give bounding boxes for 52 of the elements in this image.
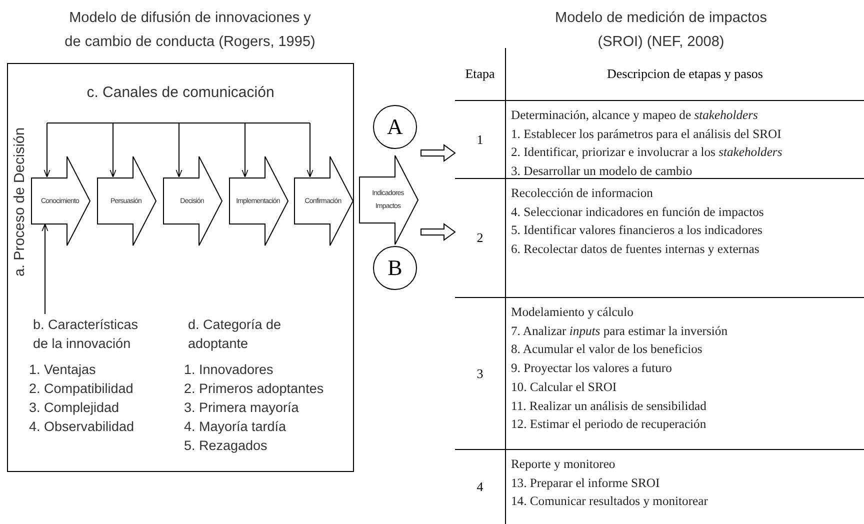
block-arrow: [420, 223, 456, 241]
step-item: 1. Establecer los parámetros para el análisis del SROI: [511, 126, 782, 143]
step-item: 14. Comunicar resultados y monitorear: [511, 493, 709, 510]
stage-number: 1: [476, 130, 484, 149]
arrow: [176, 122, 182, 178]
step-item: 13. Preparar el informe SROI: [511, 474, 661, 492]
table-row: [455, 449, 864, 524]
table-row: [455, 297, 864, 449]
list-item: 2. Primeros adoptantes: [184, 380, 325, 398]
step-item: 6. Recolectar datos de fuentes internas y externas: [511, 241, 760, 258]
list-item: 2. Compatibilidad: [29, 380, 134, 398]
stage-number: 4: [476, 478, 484, 496]
table-row: [455, 178, 864, 297]
block-arrow: [420, 144, 456, 162]
step-item: 2. Identificar, priorizar e involucrar a los stakeholders: [511, 144, 784, 162]
step-item: 3. Desarrollar un modelo de cambio: [511, 163, 694, 180]
arrow: [44, 122, 50, 178]
table-row: [455, 100, 864, 178]
list-heading: d. Categoría de adoptante: [187, 316, 282, 353]
step-heading: Determinación, alcance y mapeo de stakeholders: [511, 107, 759, 124]
arrow: [110, 122, 116, 178]
step-item: 10. Calcular el SROI: [511, 378, 618, 396]
step-heading: Recolección de informacion: [511, 185, 654, 202]
diagram-heading: Modelo de difusión de innovaciones y de cambio de conducta (Rogers, 1995): [64, 10, 316, 50]
frame-box: [7, 63, 354, 472]
step-item: 8. Acumular el valor de los beneficios: [511, 341, 704, 358]
stage-number: 3: [476, 364, 484, 383]
vertical-label: a. Proceso de Decisión: [11, 127, 30, 277]
step-item: 4. Seleccionar indicadores en función de impactos: [511, 204, 765, 221]
diagram-heading: Modelo de medición de impactos (SROI) (NEF, 2008): [555, 10, 767, 50]
list-item: 4. Observabilidad: [29, 418, 136, 436]
step-heading: Modelamiento y cálculo: [511, 304, 634, 321]
list-item: 3. Primera mayoría: [184, 399, 300, 417]
step-item: 11. Realizar un análisis de sensibilidad: [511, 398, 708, 415]
list-item: 1. Innovadores: [184, 361, 274, 379]
step-item: 7. Analizar inputs para estimar la inversión: [511, 322, 728, 340]
step-item: 12. Estimar el periodo de recuperación: [511, 416, 708, 434]
list-item: 5. Rezagados: [184, 437, 268, 455]
step-heading: Reporte y monitoreo: [511, 456, 616, 473]
column-header: Descripcion de etapas y pasos: [607, 65, 763, 84]
stage-number: 2: [476, 229, 484, 248]
step-item: 5. Identificar valores financieros a los indicadores: [511, 222, 764, 240]
column-header: Etapa: [465, 65, 495, 84]
step-item: 9. Proyectar los valores a futuro: [511, 360, 673, 378]
list-item: 1. Ventajas: [29, 361, 97, 379]
list-heading: b. Características de la innovación: [32, 316, 140, 353]
section-heading: c. Canales de comunicación: [86, 83, 274, 103]
list-item: 3. Complejidad: [29, 399, 120, 417]
arrow: [42, 224, 48, 314]
arrow: [242, 122, 248, 178]
list-item: 4. Mayoría tardía: [184, 418, 288, 436]
arrow: [306, 122, 314, 178]
